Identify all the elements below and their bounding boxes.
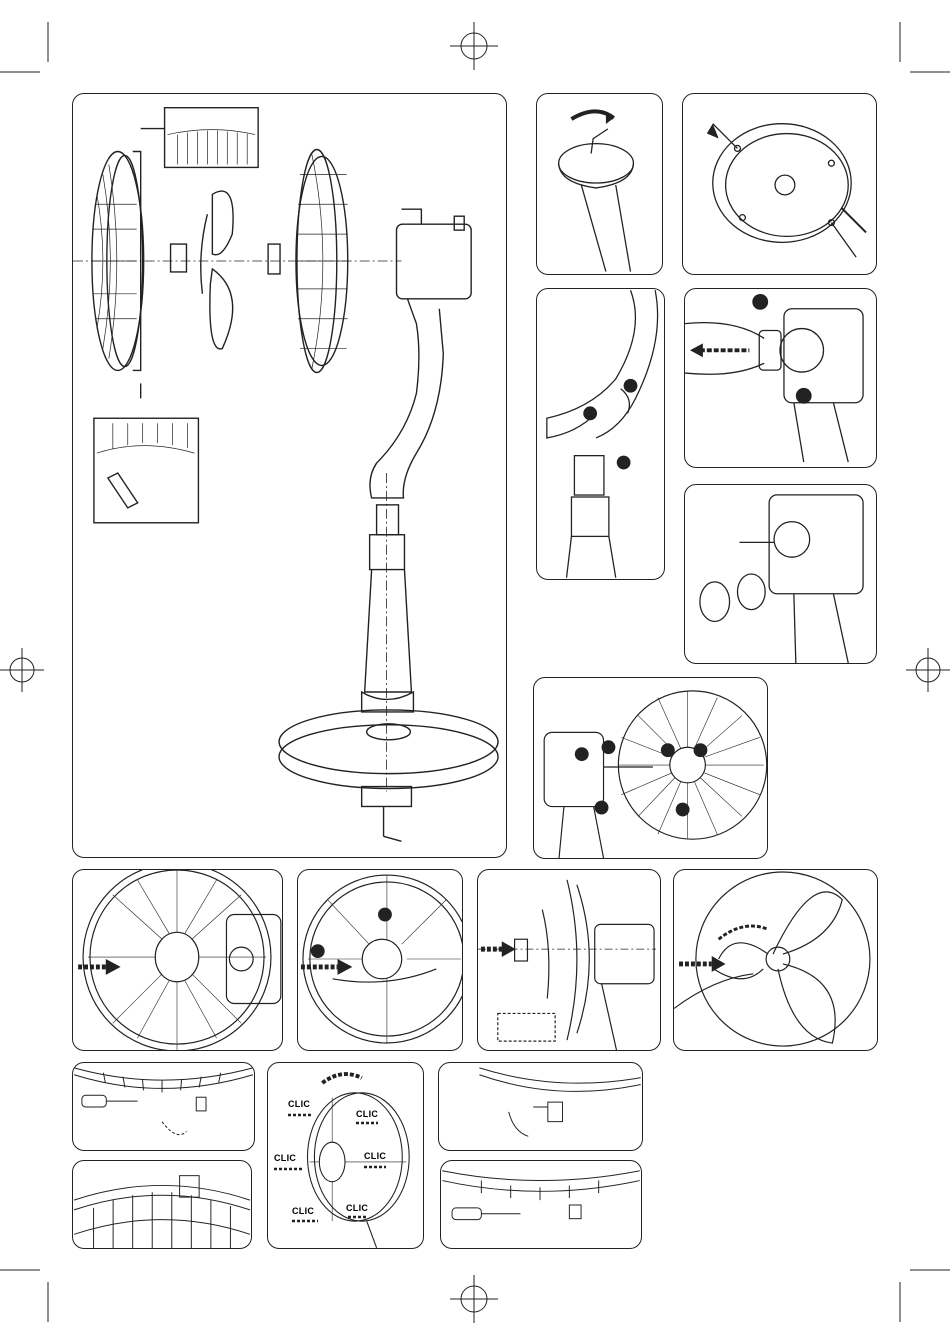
clip-panel-3: [438, 1062, 643, 1151]
blade-mount-drawing: [478, 870, 660, 1050]
clip-drawing-3: [439, 1063, 642, 1150]
registration-mark-top: [450, 22, 498, 70]
grille-mount-panel-2: [297, 869, 463, 1051]
registration-mark-bottom: [450, 1275, 498, 1323]
motor-parts-panel: [684, 484, 877, 664]
spinner-tighten-drawing: [674, 870, 877, 1050]
filled-circle-icon: [624, 379, 638, 393]
filled-circle-icon: [595, 801, 609, 815]
registration-mark-right: [906, 648, 950, 692]
exploded-fan-drawing: [73, 94, 506, 857]
motor-nut-panel: [684, 288, 877, 468]
clip-panel-2: [72, 1160, 252, 1249]
grille-mount-drawing-2: [298, 870, 462, 1050]
grille-mount-panel-1: [72, 869, 283, 1051]
clip-drawing-1: [73, 1063, 254, 1150]
exploded-view-panel: [72, 93, 507, 858]
filled-circle-icon: [676, 803, 690, 817]
filled-circle-icon: [575, 747, 589, 761]
rear-grille-panel: [533, 677, 768, 859]
base-plate-drawing: [683, 94, 876, 274]
grille-mount-drawing-1: [73, 870, 282, 1050]
filled-circle-icon: [661, 743, 675, 757]
clip-panel-4: [440, 1160, 642, 1249]
rotate-arrow-icon: [719, 926, 768, 939]
clic-arrows: [268, 1063, 424, 1249]
crosshair-circle-icon: [906, 648, 950, 692]
crosshair-circle-icon: [0, 648, 44, 692]
filled-circle-icon: [378, 908, 392, 922]
clip-drawing-2: [73, 1161, 251, 1248]
clip-drawing-4: [441, 1161, 641, 1248]
blade-mount-panel: [477, 869, 661, 1051]
base-plate-panel: [682, 93, 877, 275]
filled-circle-icon: [583, 406, 597, 420]
crosshair-circle-icon: [450, 1275, 498, 1323]
neck-pole-drawing: [537, 289, 664, 579]
neck-pole-panel: [536, 288, 665, 580]
motor-nut-drawing: [685, 289, 876, 467]
crosshair-circle-icon: [450, 22, 498, 70]
pole-top-drawing: [537, 94, 662, 274]
grille-clic-panel: CLIC CLIC CLIC CLIC CLIC CLIC: [267, 1062, 424, 1249]
filled-circle-icon: [602, 740, 616, 754]
clip-panel-1: [72, 1062, 255, 1151]
spinner-tighten-panel: [673, 869, 878, 1051]
filled-circle-icon: [617, 456, 631, 470]
rear-grille-drawing: [534, 678, 767, 858]
registration-mark-left: [0, 648, 44, 692]
filled-circle-icon: [796, 388, 812, 404]
motor-parts-drawing: [685, 485, 876, 663]
filled-circle-icon: [694, 743, 708, 757]
pole-top-rotate-panel: [536, 93, 663, 275]
filled-circle-icon: [311, 944, 325, 958]
filled-circle-icon: [752, 294, 768, 310]
